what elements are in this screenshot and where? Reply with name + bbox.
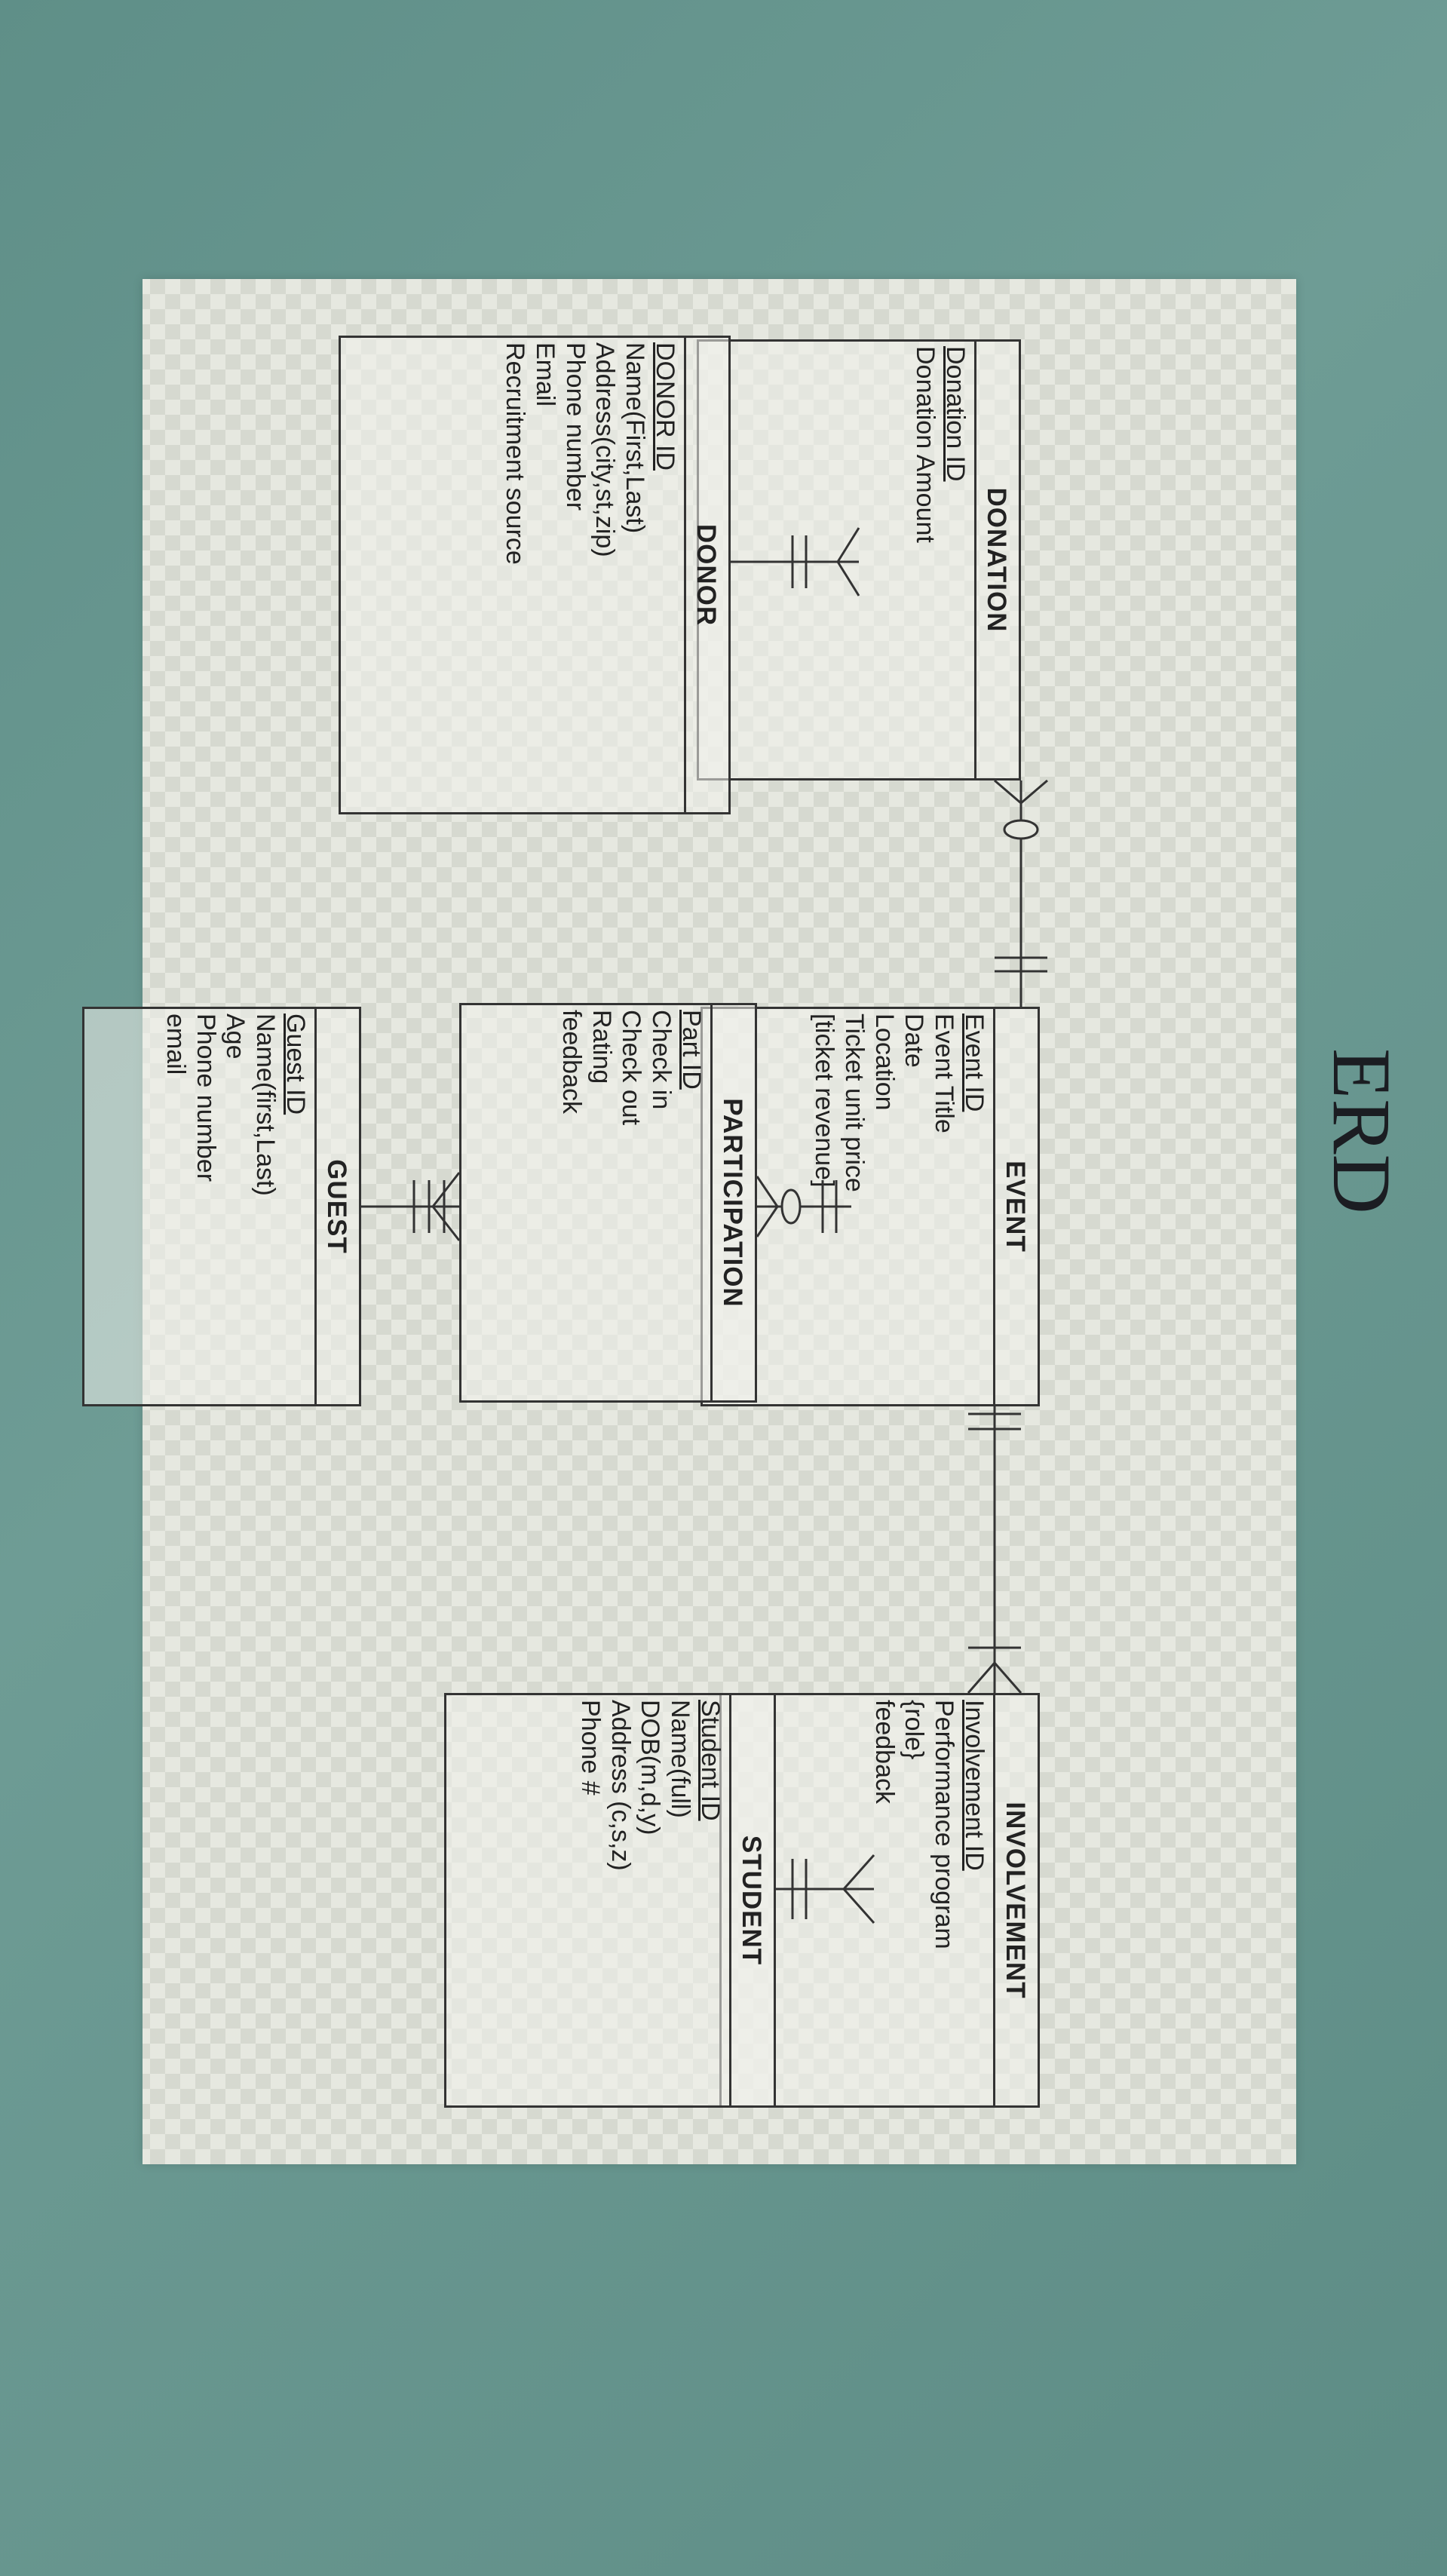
rel-event-involvement: [967, 1406, 1022, 1694]
rel-donation-event: [994, 779, 1048, 1007]
rel-student-involvement: [776, 1854, 875, 1924]
rel-donor-donation: [731, 527, 860, 596]
rel-guest-participation: [361, 1172, 461, 1241]
rel-event-participation: [756, 1176, 851, 1237]
